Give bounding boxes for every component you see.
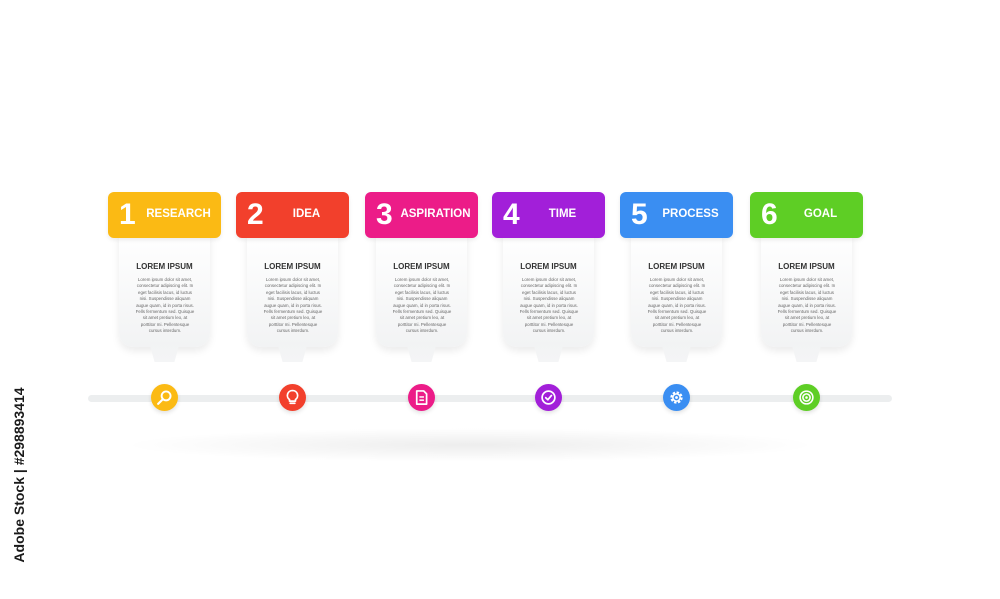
- step-node: [793, 384, 820, 411]
- card-text: Lorem ipsum dolor sit amet, consectetur …: [777, 277, 837, 334]
- step-label: PROCESS: [662, 208, 719, 220]
- step-card: LOREM IPSUM Lorem ipsum dolor sit amet, …: [247, 232, 338, 347]
- card-connector: [791, 342, 822, 362]
- step-header: 3 ASPIRATION: [365, 192, 478, 238]
- step-3: LOREM IPSUM Lorem ipsum dolor sit amet, …: [365, 192, 478, 412]
- step-node: [535, 384, 562, 411]
- card-title: LOREM IPSUM: [264, 262, 321, 271]
- step-node: [151, 384, 178, 411]
- clock-icon: [541, 390, 556, 405]
- gear-icon: [670, 391, 683, 404]
- step-header: 4 TIME: [492, 192, 605, 238]
- step-card: LOREM IPSUM Lorem ipsum dolor sit amet, …: [631, 232, 722, 347]
- floor-shadow: [120, 428, 820, 462]
- card-connector: [277, 342, 308, 362]
- card-title: LOREM IPSUM: [778, 262, 835, 271]
- card-text: Lorem ipsum dolor sit amet, consectetur …: [135, 277, 195, 334]
- step-node: [663, 384, 690, 411]
- step-header: 2 IDEA: [236, 192, 349, 238]
- step-card: LOREM IPSUM Lorem ipsum dolor sit amet, …: [503, 232, 594, 347]
- lightbulb-icon: [286, 389, 299, 405]
- step-header: 5 PROCESS: [620, 192, 733, 238]
- target-icon: [799, 390, 814, 405]
- step-4: LOREM IPSUM Lorem ipsum dolor sit amet, …: [492, 192, 605, 412]
- step-2: LOREM IPSUM Lorem ipsum dolor sit amet, …: [236, 192, 349, 412]
- card-connector: [149, 342, 180, 362]
- step-card: LOREM IPSUM Lorem ipsum dolor sit amet, …: [119, 232, 210, 347]
- step-number: 4: [503, 198, 520, 231]
- card-connector: [533, 342, 564, 362]
- step-label: GOAL: [803, 208, 838, 220]
- card-title: LOREM IPSUM: [393, 262, 450, 271]
- step-6: LOREM IPSUM Lorem ipsum dolor sit amet, …: [750, 192, 863, 412]
- card-text: Lorem ipsum dolor sit amet, consectetur …: [519, 277, 579, 334]
- magnifier-icon: [157, 390, 172, 405]
- step-1: LOREM IPSUM Lorem ipsum dolor sit amet, …: [108, 192, 221, 412]
- card-title: LOREM IPSUM: [648, 262, 705, 271]
- watermark-text: Adobe Stock | #298893414: [11, 387, 27, 563]
- step-number: 6: [761, 198, 778, 231]
- step-label: RESEARCH: [146, 208, 211, 220]
- step-node: [279, 384, 306, 411]
- step-header: 1 RESEARCH: [108, 192, 221, 238]
- step-label: TIME: [548, 208, 577, 220]
- step-5: LOREM IPSUM Lorem ipsum dolor sit amet, …: [620, 192, 733, 412]
- card-text: Lorem ipsum dolor sit amet, consectetur …: [392, 277, 452, 334]
- step-number: 1: [119, 198, 136, 231]
- card-connector: [406, 342, 437, 362]
- step-header: 6 GOAL: [750, 192, 863, 238]
- step-number: 5: [631, 198, 648, 231]
- document-icon: [415, 390, 428, 405]
- stock-watermark: Adobe Stock | #298893414: [8, 360, 30, 590]
- card-connector: [661, 342, 692, 362]
- step-label: IDEA: [292, 208, 321, 220]
- step-number: 2: [247, 198, 264, 231]
- card-title: LOREM IPSUM: [136, 262, 193, 271]
- card-title: LOREM IPSUM: [520, 262, 577, 271]
- timeline-line: [88, 395, 892, 402]
- step-card: LOREM IPSUM Lorem ipsum dolor sit amet, …: [761, 232, 852, 347]
- card-text: Lorem ipsum dolor sit amet, consectetur …: [647, 277, 707, 334]
- step-label: ASPIRATION: [400, 208, 471, 220]
- step-number: 3: [376, 198, 393, 231]
- step-node: [408, 384, 435, 411]
- card-text: Lorem ipsum dolor sit amet, consectetur …: [263, 277, 323, 334]
- step-card: LOREM IPSUM Lorem ipsum dolor sit amet, …: [376, 232, 467, 347]
